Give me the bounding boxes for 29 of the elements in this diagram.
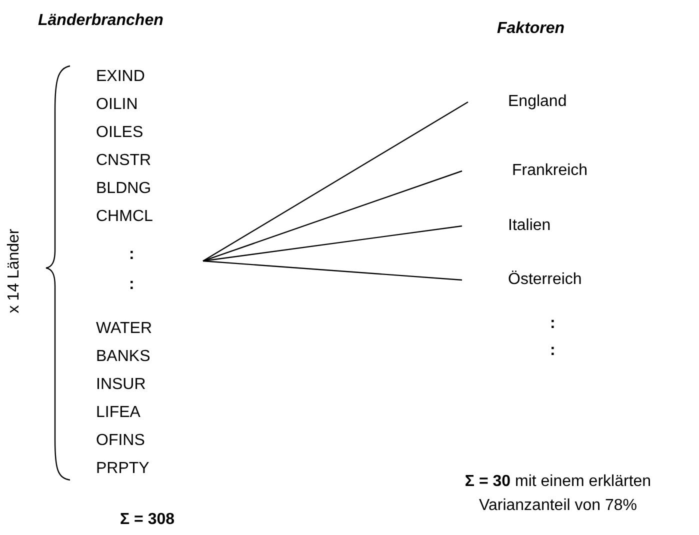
axis-label: x 14 Länder bbox=[5, 228, 24, 314]
connector-line bbox=[202, 260, 462, 281]
sector-code: CNSTR bbox=[96, 151, 152, 171]
sector-code: PRPTY bbox=[96, 459, 150, 479]
factor-label: Frankreich bbox=[462, 157, 588, 185]
column-heading: Faktoren bbox=[497, 20, 565, 38]
factor-label: England bbox=[468, 88, 567, 116]
sector-code: BANKS bbox=[96, 347, 150, 367]
sector-code: WATER bbox=[96, 319, 152, 339]
connector-line bbox=[202, 170, 462, 262]
factor-label: Österreich bbox=[462, 266, 582, 294]
sector-code: EXIND bbox=[96, 67, 145, 87]
sector-code: OFINS bbox=[96, 431, 145, 451]
ellipsis-mark: : bbox=[550, 314, 556, 334]
connector-line bbox=[202, 225, 462, 262]
ellipsis-mark: : bbox=[129, 245, 134, 265]
sector-code: OILES bbox=[96, 123, 144, 143]
factor-label: Italien bbox=[462, 212, 551, 240]
sector-code: LIFEA bbox=[96, 403, 140, 423]
connector-line bbox=[202, 101, 468, 262]
summary-note: Σ = 30 mit einem erklärten Varianzanteil von 78% bbox=[464, 472, 652, 516]
sector-code: OILIN bbox=[96, 95, 138, 115]
column-heading: Länderbranchen bbox=[38, 12, 164, 30]
sum-label: Σ = 308 bbox=[120, 510, 175, 530]
sector-code: BLDNG bbox=[96, 179, 152, 199]
sector-code: INSUR bbox=[96, 375, 146, 395]
sector-code: CHMCL bbox=[96, 207, 153, 227]
ellipsis-mark: : bbox=[129, 275, 134, 295]
ellipsis-mark: : bbox=[550, 341, 556, 361]
